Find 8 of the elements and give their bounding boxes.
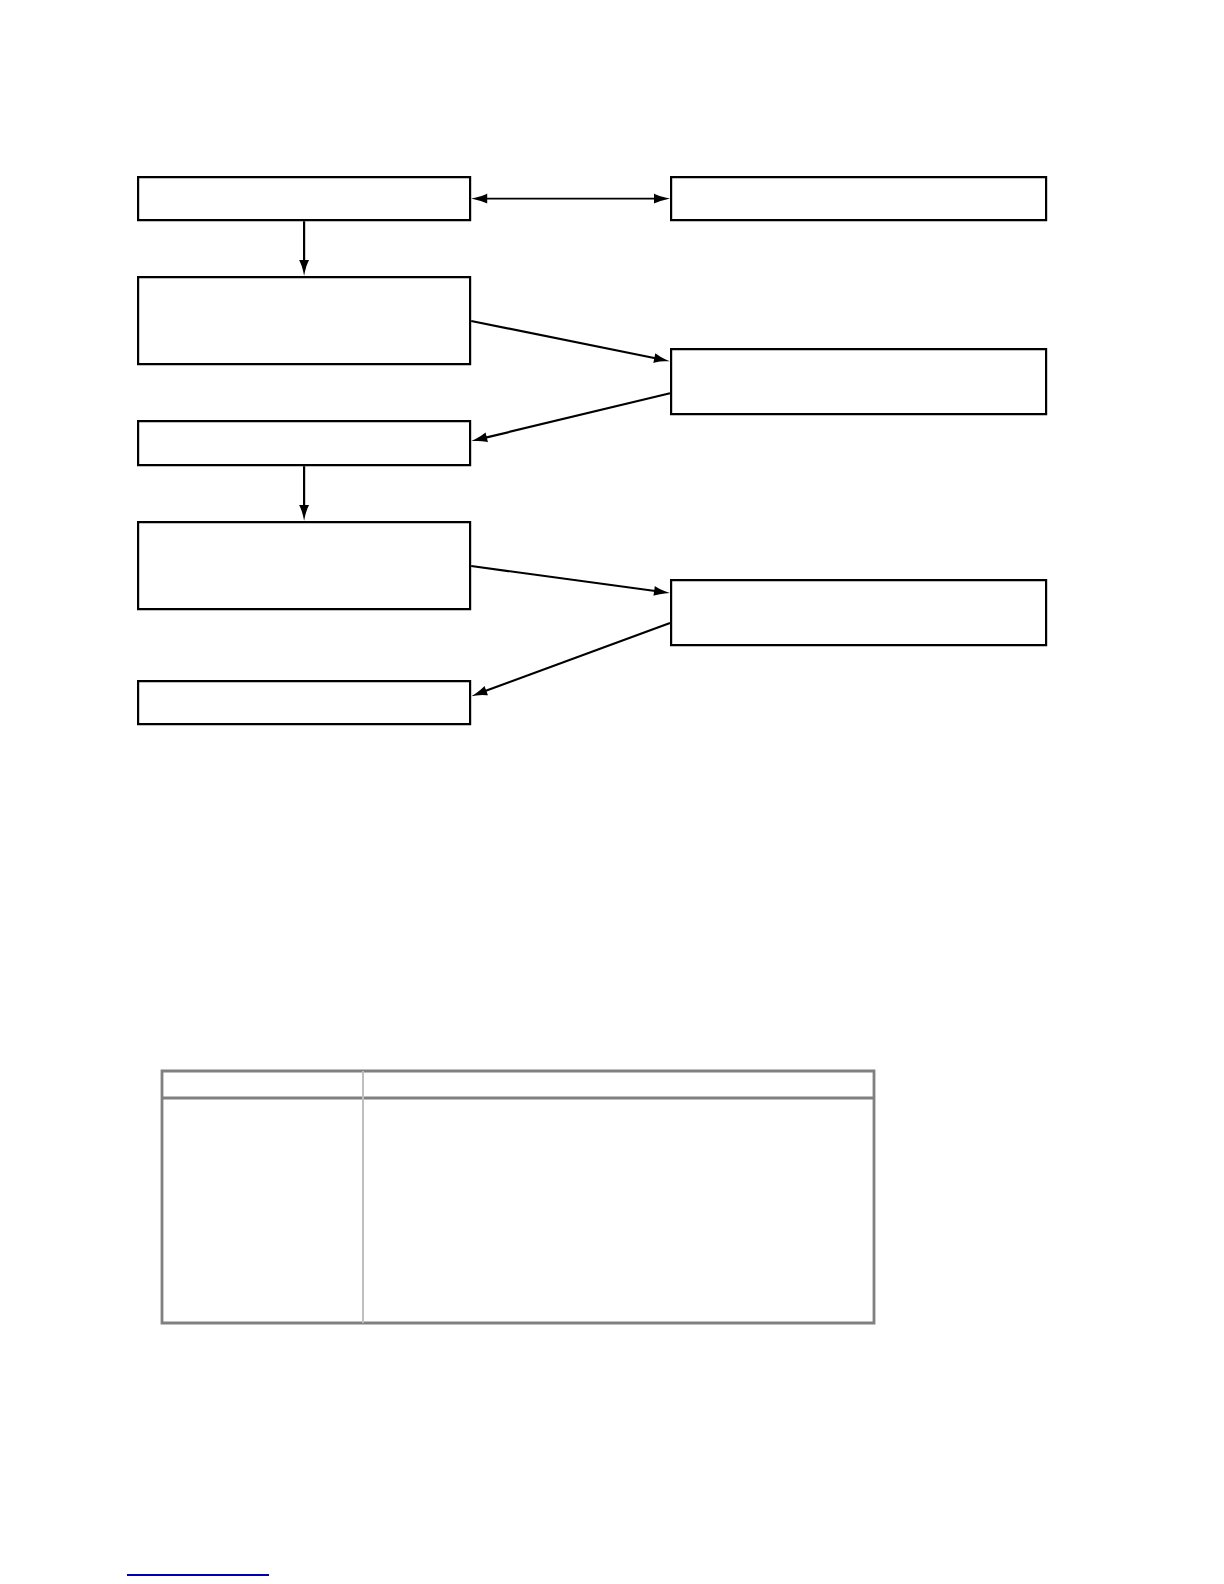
process-box — [137, 176, 472, 222]
process-box — [137, 420, 472, 467]
process-box — [670, 348, 1048, 416]
process-box — [670, 579, 1048, 647]
process-box — [137, 521, 472, 611]
process-box — [670, 176, 1048, 222]
process-box — [137, 680, 472, 726]
process-box — [137, 276, 472, 366]
